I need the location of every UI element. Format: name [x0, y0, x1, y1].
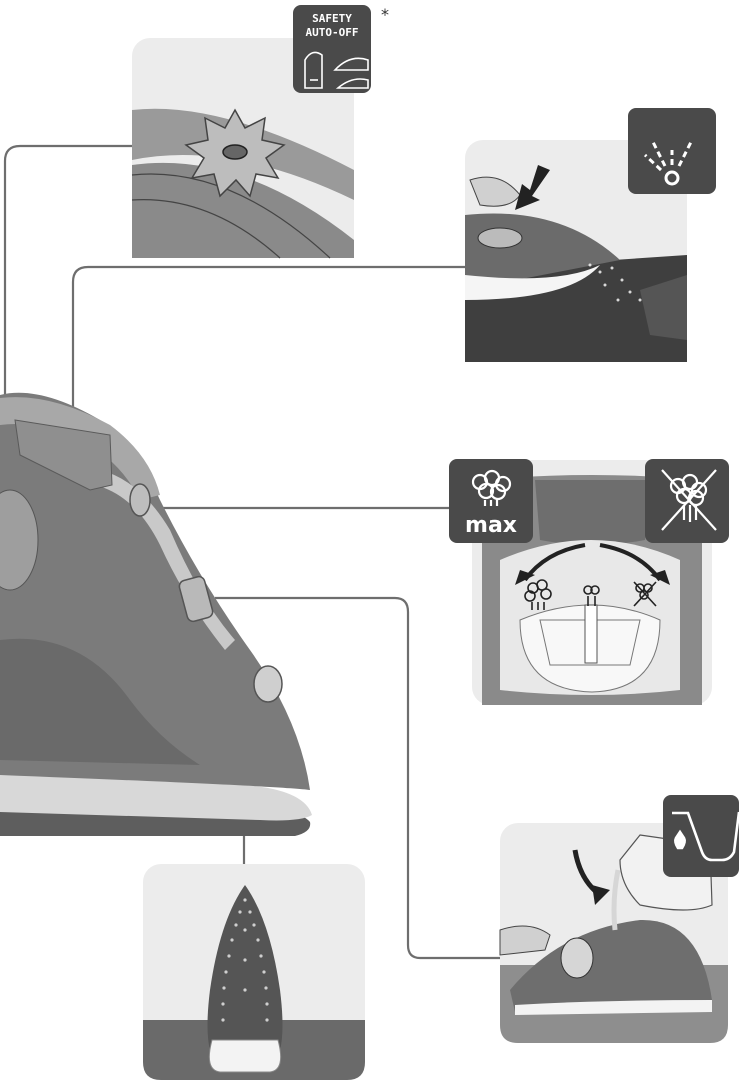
connector-spray-button: [73, 267, 465, 430]
steam-max-label: max: [465, 513, 517, 538]
iron-body: [0, 393, 312, 836]
spray-icon-badge: [628, 108, 716, 194]
water-fill-badge: [663, 795, 739, 877]
steam-max-badge: max: [449, 459, 533, 543]
steam-dial-pointer: [585, 605, 597, 663]
safety-badge-line2: AUTO-OFF: [306, 26, 359, 39]
safety-light-indicator: [223, 145, 247, 159]
steam-dial-knob: [130, 484, 150, 516]
connector-safety-light: [5, 146, 132, 420]
steam-off-badge: [645, 459, 729, 543]
safety-badge-line1: SAFETY: [312, 12, 352, 25]
safety-auto-off-badge: SAFETY AUTO-OFF: [293, 5, 371, 93]
iron-rear-knob: [254, 666, 282, 702]
panel-soleplate: [143, 864, 365, 1080]
safety-footnote-mark: *: [381, 5, 389, 24]
